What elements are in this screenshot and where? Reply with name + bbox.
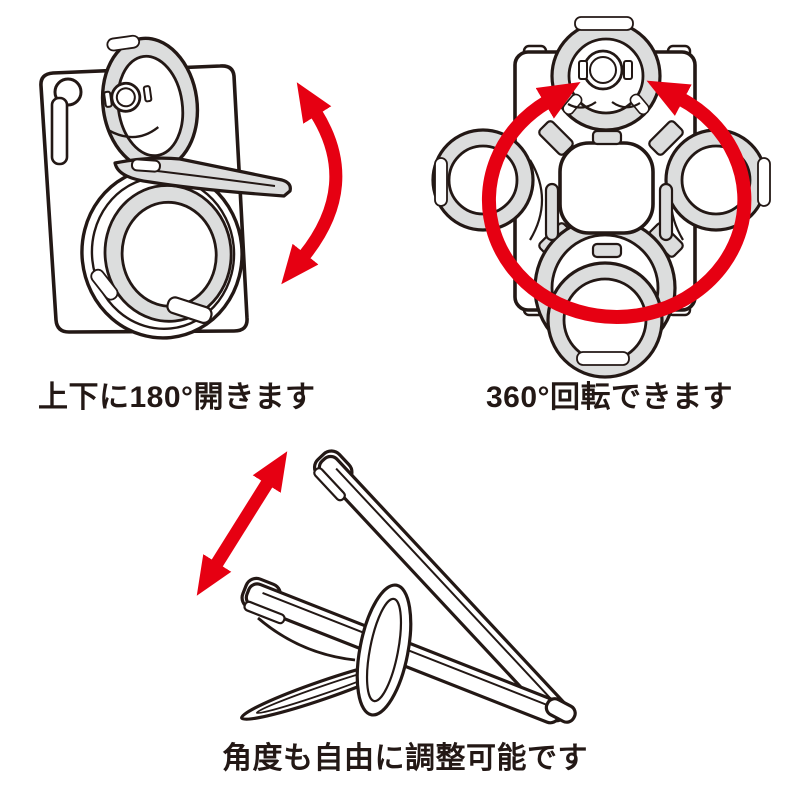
pivot-corner [544, 697, 577, 724]
angle-arrow-icon [196, 451, 288, 596]
panel-rotate-360 [420, 0, 800, 380]
panel-open-updown [20, 10, 352, 360]
camera-icon [578, 49, 633, 91]
ring-position-right [664, 128, 771, 232]
rotation-arrow-icon [481, 80, 752, 324]
center-plate [544, 129, 674, 259]
open-updown-illustration [39, 34, 343, 340]
caption-rotate-360: 360°回転できます [486, 381, 734, 414]
adjust-angle-illustration [196, 449, 577, 725]
caption-open-updown: 上下に180°開きます [38, 381, 316, 414]
updown-arrow-icon [281, 82, 343, 285]
kickstand-ring [355, 583, 413, 717]
caption-adjust-angle: 角度も自由に調整可能です [222, 742, 588, 775]
camera-through-ring-icon [103, 81, 153, 113]
case-back-curve [257, 616, 356, 662]
upper-ring [100, 34, 200, 172]
rotate-360-illustration [431, 16, 771, 379]
side-notch [50, 96, 69, 166]
ring-position-top [550, 16, 662, 132]
panel-adjust-angle [150, 438, 620, 738]
